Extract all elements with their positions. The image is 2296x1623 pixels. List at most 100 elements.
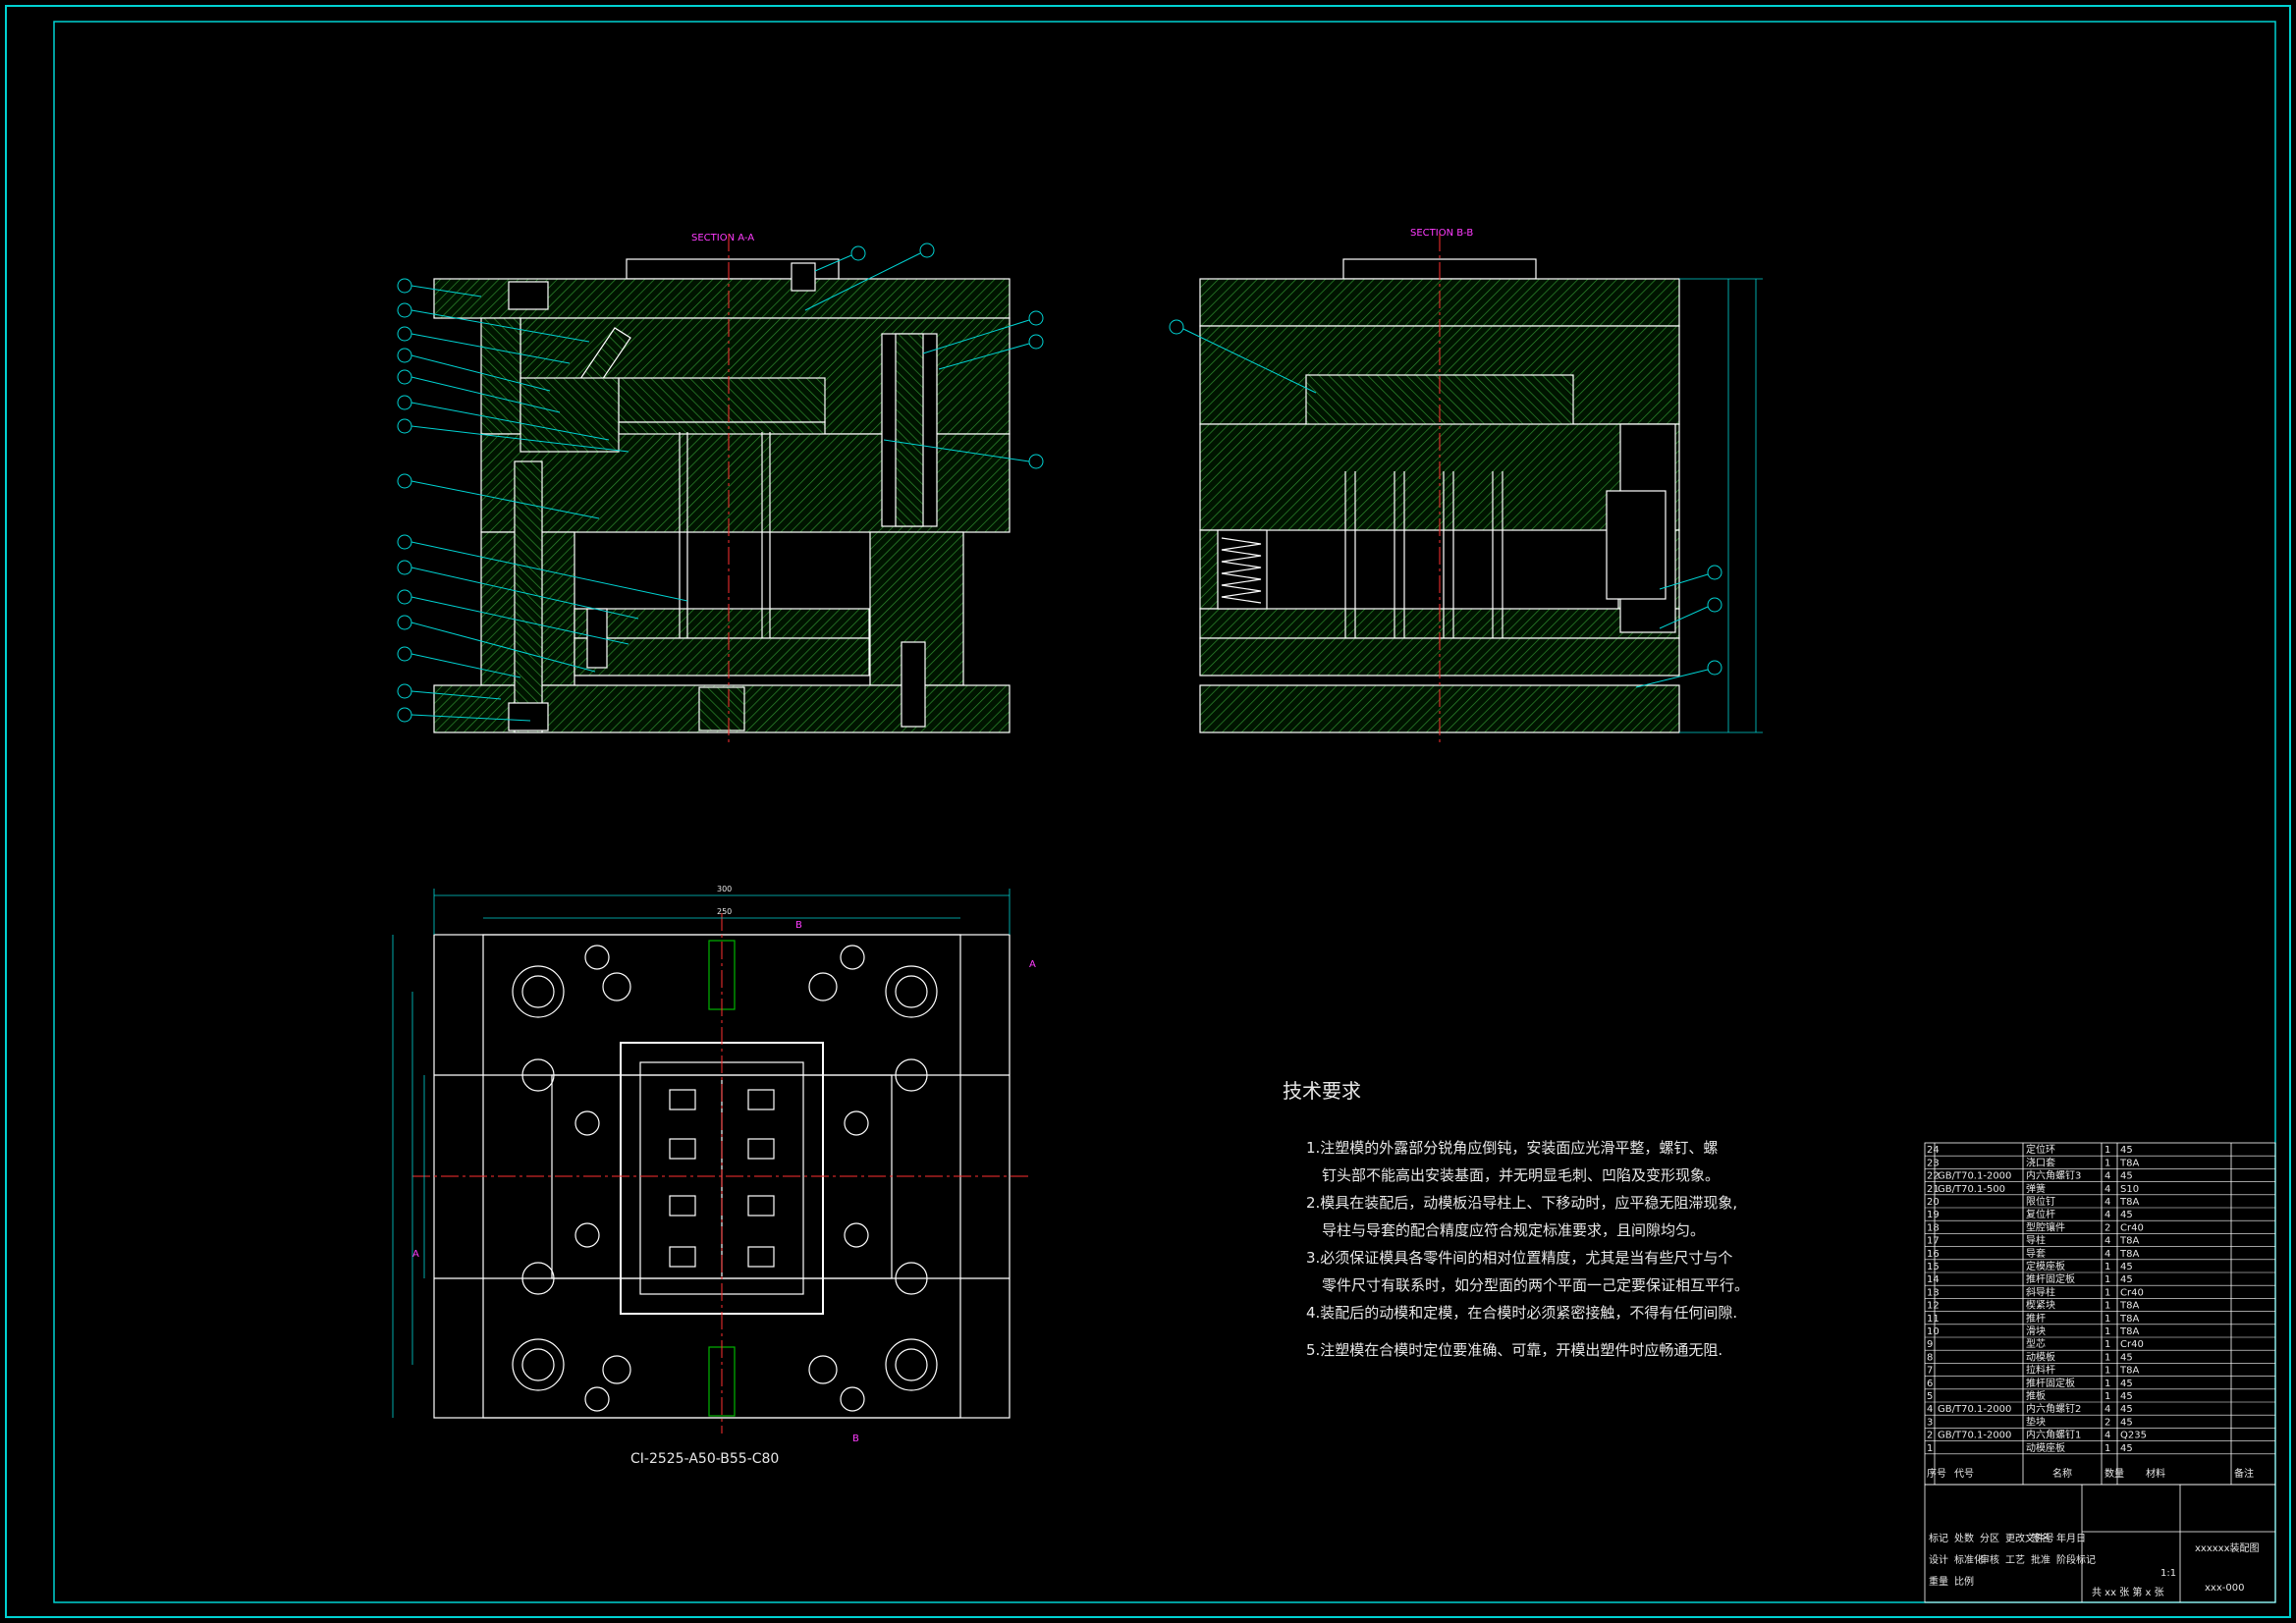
tech-req-line-1: 1.注塑模的外露部分锐角应倒钝，安装面应光滑平整，螺钉、螺 xyxy=(1306,1139,1718,1157)
bom-cell-qty: 1 xyxy=(2105,1366,2110,1377)
bom-cell-mat: T8A xyxy=(2119,1366,2139,1377)
bom-cell-no: 16 xyxy=(1927,1249,1940,1260)
title-block-role: 比例 xyxy=(1954,1575,1974,1588)
bom-cell-name: 浇口套 xyxy=(2026,1156,2055,1168)
bom-cell-no: 20 xyxy=(1927,1197,1940,1208)
bom-cell-qty: 1 xyxy=(2105,1158,2110,1168)
bom-cell-qty: 2 xyxy=(2105,1222,2110,1233)
bom-cell-no: 11 xyxy=(1927,1314,1940,1325)
bom-cell-no: 2 xyxy=(1927,1431,1933,1441)
bom-cell-no: 5 xyxy=(1927,1391,1933,1402)
bom-cell-mat: T8A xyxy=(2119,1158,2139,1168)
bom-cell-qty: 1 xyxy=(2105,1379,2110,1389)
bom-cell-mat: T8A xyxy=(2119,1249,2139,1260)
bom-cell-name: 弹簧 xyxy=(2026,1182,2046,1195)
bom-cell-no: 6 xyxy=(1927,1379,1933,1389)
bom-cell-mat: 45 xyxy=(2120,1379,2133,1389)
bom-cell-name: 斜导柱 xyxy=(2026,1285,2055,1298)
bom-cell-no: 22 xyxy=(1927,1171,1940,1182)
bom-cell-name: 限位钉 xyxy=(2026,1195,2055,1208)
bom-cell-name: 滑块 xyxy=(2026,1325,2046,1337)
bom-cell-std: GB/T70.1-2000 xyxy=(1938,1171,2011,1182)
bom-header-cell: 材料 xyxy=(2146,1467,2165,1480)
bom-cell-mat: Cr40 xyxy=(2120,1222,2144,1233)
bom-cell-name: 内六角螺钉3 xyxy=(2026,1169,2081,1182)
bom-cell-qty: 4 xyxy=(2105,1249,2110,1260)
title-block-role: 签名 xyxy=(2031,1532,2050,1544)
tech-req-line-5: 3.必须保证模具各零件间的相对位置精度，尤其是当有些尺寸与个 xyxy=(1306,1249,1732,1267)
bom-cell-name: 定位环 xyxy=(2026,1143,2055,1156)
bom-cell-name: 型芯 xyxy=(2026,1337,2046,1350)
section-b-b-view: SECTION B-B xyxy=(1199,228,1763,746)
title-block-role: 工艺 xyxy=(2005,1554,2025,1566)
bom-cell-qty: 1 xyxy=(2105,1339,2110,1350)
bom-cell-qty: 2 xyxy=(2105,1417,2110,1428)
bom-cell-mat: T8A xyxy=(2119,1301,2139,1312)
bom-cell-no: 15 xyxy=(1927,1262,1940,1272)
bom-cell-mat: 45 xyxy=(2120,1145,2133,1156)
bom-cell-name: 内六角螺钉2 xyxy=(2026,1402,2081,1415)
bom-header-cell: 数量 xyxy=(2105,1467,2124,1480)
section-mark-a-top: A xyxy=(1029,959,1036,970)
bom-cell-mat: S10 xyxy=(2120,1184,2139,1195)
section-mark-b-bottom: B xyxy=(852,1434,859,1444)
title-block-role: 更改文件号 xyxy=(2005,1532,2054,1544)
bom-cell-name: 拉料杆 xyxy=(2026,1364,2055,1377)
bom-cell-qty: 1 xyxy=(2105,1443,2110,1454)
section-mark-a-bottom: A xyxy=(412,1249,419,1260)
bom-cell-mat: 45 xyxy=(2120,1274,2133,1285)
bom-cell-name: 型腔镶件 xyxy=(2026,1220,2065,1233)
tech-req-title: 技术要求 xyxy=(1283,1079,1361,1103)
bom-cell-no: 7 xyxy=(1927,1366,1933,1377)
plan-dim-overall: 300 xyxy=(717,885,732,893)
bom-cell-name: 楔紧块 xyxy=(2026,1300,2055,1312)
bom-cell-name: 推板 xyxy=(2026,1389,2046,1402)
bom-cell-mat: 45 xyxy=(2120,1171,2133,1182)
drawing-scale: 1:1 xyxy=(2160,1568,2176,1579)
bom-cell-mat: Cr40 xyxy=(2120,1287,2144,1298)
bom-cell-no: 13 xyxy=(1927,1287,1940,1298)
outer-frame xyxy=(5,5,2291,1618)
bom-cell-mat: T8A xyxy=(2119,1197,2139,1208)
bom-cell-qty: 4 xyxy=(2105,1184,2110,1195)
bom-cell-qty: 4 xyxy=(2105,1210,2110,1220)
tech-req-line-3: 2.模具在装配后，动模板沿导柱上、下移动时，应平稳无阻滞现象, xyxy=(1306,1194,1737,1212)
title-block-role: 批准 xyxy=(2031,1553,2050,1566)
bom-cell-qty: 4 xyxy=(2105,1171,2110,1182)
sheet-count: 共 xx 张 第 x 张 xyxy=(2092,1586,2164,1598)
bom-cell-std: GB/T70.1-2000 xyxy=(1938,1404,2011,1415)
bom-cell-mat: 45 xyxy=(2120,1352,2133,1363)
bom-cell-qty: 1 xyxy=(2105,1287,2110,1298)
bom-cell-qty: 4 xyxy=(2105,1236,2110,1247)
title-block-role: 阶段标记 xyxy=(2056,1553,2096,1566)
bom-cell-qty: 1 xyxy=(2105,1145,2110,1156)
bom-cell-name: 推杆固定板 xyxy=(2026,1377,2075,1389)
bom-cell-no: 10 xyxy=(1927,1326,1940,1337)
bom-cell-no: 14 xyxy=(1927,1274,1940,1285)
section-a-title: SECTION A-A xyxy=(691,233,754,243)
plan-dim-inner: 250 xyxy=(717,907,732,916)
title-block-role: 处数 xyxy=(1954,1532,1974,1544)
tech-requirements: 技术要求 1.注塑模的外露部分锐角应倒钝，安装面应光滑平整，螺钉、螺 钉头部不能… xyxy=(1283,1079,1749,1359)
bom-cell-name: 动模座板 xyxy=(2026,1441,2065,1454)
bom-cell-mat: T8A xyxy=(2119,1314,2139,1325)
bom-cell-name: 内六角螺钉1 xyxy=(2026,1429,2081,1441)
tech-req-line-2: 钉头部不能高出安装基面，并无明显毛刺、凹陷及变形现象。 xyxy=(1322,1166,1720,1184)
bom-cell-mat: 45 xyxy=(2120,1210,2133,1220)
bom-cell-mat: 45 xyxy=(2120,1262,2133,1272)
bom-cell-name: 垫块 xyxy=(2026,1415,2046,1428)
bom-cell-qty: 1 xyxy=(2105,1262,2110,1272)
plan-view-caption: CI-2525-A50-B55-C80 xyxy=(630,1451,779,1467)
bom-cell-no: 17 xyxy=(1927,1236,1940,1247)
bom-cell-qty: 1 xyxy=(2105,1301,2110,1312)
bom-cell-mat: 45 xyxy=(2120,1404,2133,1415)
title-block-role: 设计 xyxy=(1929,1553,1948,1566)
section-a-a-view: SECTION A-A xyxy=(433,233,1011,746)
bom-cell-no: 3 xyxy=(1927,1417,1933,1428)
title-block-role: 重量 xyxy=(1929,1575,1948,1588)
bom-cell-std: GB/T70.1-2000 xyxy=(1938,1431,2011,1441)
bom-cell-no: 19 xyxy=(1927,1210,1940,1220)
drawing-number: xxx-000 xyxy=(2205,1583,2244,1594)
